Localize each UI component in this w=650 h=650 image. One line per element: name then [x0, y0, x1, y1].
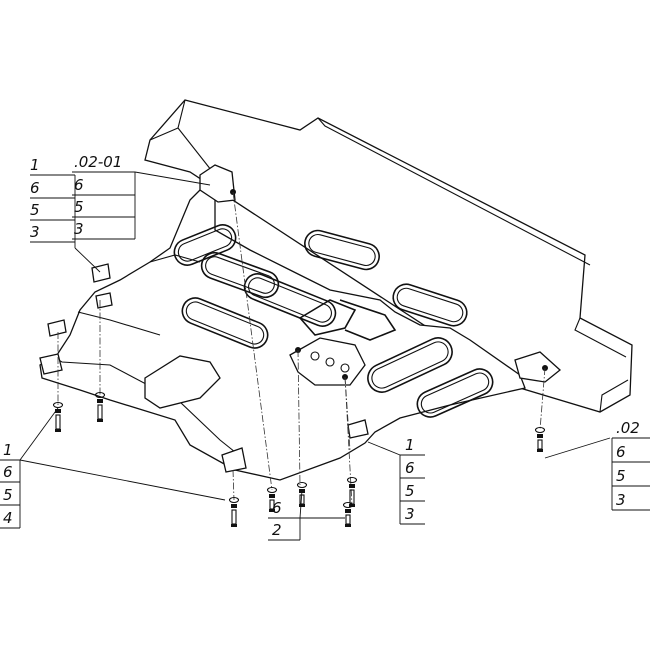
bolt-washer-set: [266, 486, 278, 512]
callout-top-center: .02-01 6 5 3: [72, 153, 136, 240]
callout-bottom-center: 6 2: [268, 499, 301, 541]
callout-text: 6: [616, 443, 626, 461]
mounting-lugs: [39, 164, 562, 473]
rear-plate: [144, 99, 633, 413]
callout-text: 1: [30, 156, 40, 174]
callout-text: 1: [3, 441, 13, 459]
callout-text: 5: [616, 467, 626, 485]
callout-top-left: 1 6 5 3: [30, 156, 76, 248]
callout-text: 6: [74, 176, 84, 194]
callout-text: 5: [3, 486, 13, 504]
callout-text: 1: [405, 436, 415, 454]
callout-text: 3: [30, 223, 40, 241]
callout-bottom-right-mid: 1 6 5 3: [399, 436, 425, 525]
fasteners: [52, 391, 546, 527]
callout-text: 5: [74, 198, 84, 216]
callout-text: 2: [272, 521, 282, 539]
callout-text: 4: [3, 509, 13, 527]
bolt-washer-set: [52, 401, 64, 432]
bolt-washer-set: [228, 496, 240, 527]
callout-text: 3: [616, 491, 626, 509]
callout-text: .02: [616, 419, 640, 437]
assembly-center-lines: [57, 191, 546, 506]
callout-text: 5: [405, 482, 415, 500]
callout-text: 5: [30, 201, 40, 219]
callout-right: .02 6 5 3: [611, 419, 650, 511]
callout-text: 6: [3, 463, 13, 481]
callout-text: 6: [405, 459, 415, 477]
bolt-washer-set: [534, 426, 546, 452]
ventilation-slots: [173, 224, 494, 418]
bolt-washer-set: [342, 501, 354, 527]
callout-text: 3: [74, 220, 84, 238]
callout-text: .02-01: [74, 153, 122, 171]
bolt-washer-set: [94, 391, 106, 422]
service-hatch: [144, 355, 221, 409]
callout-text: 6: [272, 499, 282, 517]
callout-text: 6: [30, 179, 40, 197]
callout-bottom-left: 1 6 5 4: [0, 441, 21, 529]
callout-text: 3: [405, 505, 415, 523]
